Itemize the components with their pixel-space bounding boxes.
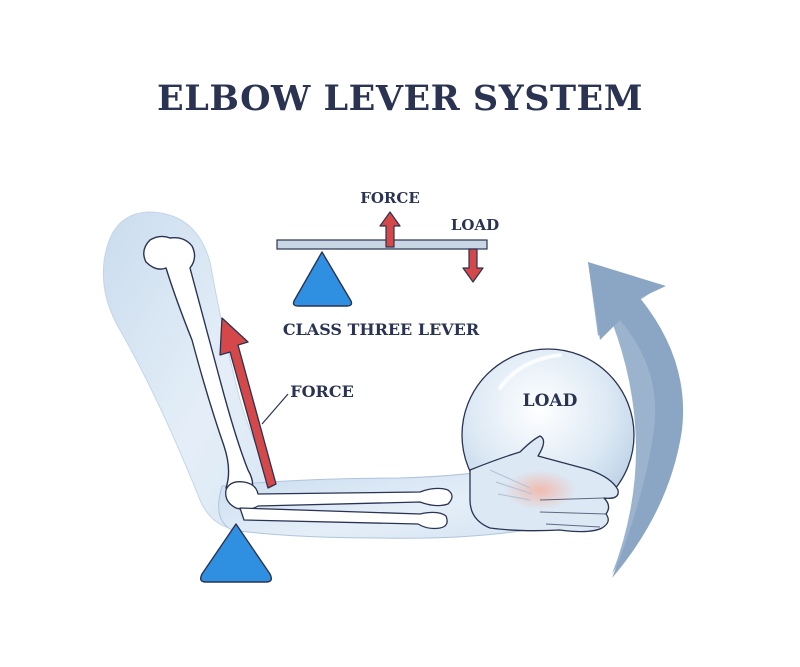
elbow-fulcrum xyxy=(199,523,273,583)
radius-bone xyxy=(225,481,453,511)
lever-load-arrow xyxy=(462,248,484,283)
lever-force-arrow xyxy=(379,211,401,248)
ulna-bone xyxy=(239,507,448,530)
arm: LOAD xyxy=(102,211,635,539)
motion-arrow-body xyxy=(588,262,684,578)
arm-force-label: FORCE xyxy=(290,382,354,401)
page-title: ELBOW LEVER SYSTEM xyxy=(157,78,643,119)
load-label: LOAD xyxy=(523,391,578,411)
lever-force-label: FORCE xyxy=(360,189,420,207)
palm-highlight xyxy=(504,470,576,510)
lever-beam xyxy=(276,239,488,250)
class-three-lever-diagram: FORCE LOAD CLASS THREE LEVER xyxy=(276,189,499,339)
arm-force-arrow xyxy=(219,317,277,489)
lever-load-label: LOAD xyxy=(451,216,499,234)
lever-caption: CLASS THREE LEVER xyxy=(283,320,480,339)
force-label-pointer xyxy=(261,393,289,425)
lever-fulcrum xyxy=(292,251,353,307)
